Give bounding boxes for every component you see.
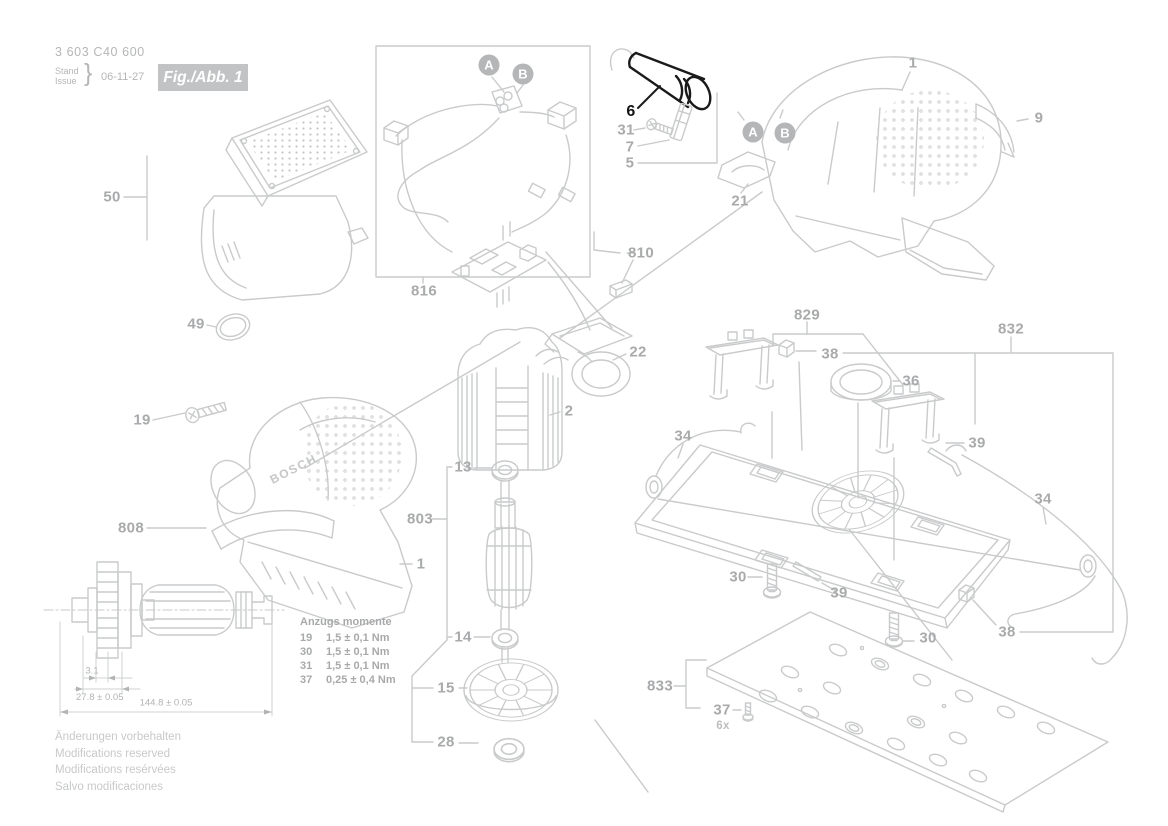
part-callout-810: 810 (628, 244, 654, 262)
footer-line: Modifications resérvées (55, 764, 176, 776)
part-callout-803: 803 (407, 510, 433, 528)
part-callout-36: 36 (902, 372, 920, 390)
part-callout-15: 15 (437, 679, 455, 697)
part-callout-808: 808 (118, 519, 144, 537)
part-callout-50: 50 (103, 188, 121, 206)
part-callout-39: 39 (968, 434, 986, 452)
part-callout-34: 34 (674, 427, 692, 445)
part-callout-7: 7 (625, 138, 635, 156)
cable-group-drawing (609, 48, 784, 194)
damper-group-drawing (705, 321, 1114, 633)
footer-line: Modifications reserved (55, 747, 171, 760)
footer-line: Änderungen vorbehalten (55, 731, 181, 743)
part-callout-30: 30 (729, 568, 747, 586)
part-callout-14: 14 (454, 628, 472, 646)
part-callout-1: 1 (908, 54, 918, 72)
issue-date: 06-11-27 (101, 71, 145, 83)
torque-table-rows: 19 1,5 ± 0,1 Nm 30 1,5 ± 0,1 Nm 31 1,5 ± 0,1 … (300, 631, 396, 687)
part-callout-833: 833 (647, 677, 673, 695)
part-callout-31: 31 (617, 121, 635, 139)
torque-ref: 37 (300, 674, 313, 686)
part-callout-34: 34 (1034, 490, 1052, 508)
part-callout-39: 39 (830, 584, 848, 602)
view-letter-A: A (742, 121, 764, 143)
dimension-overall: 144.8 ± 0.05 (139, 697, 193, 709)
o-ring-drawing (206, 313, 251, 341)
dimension-small: 3.1 (85, 665, 99, 677)
part-callout-832: 832 (998, 320, 1024, 338)
brace-glyph: } (84, 59, 93, 87)
part-callout-6: 6 (626, 103, 636, 120)
stator-drawing (457, 327, 569, 471)
dust-box-drawing (123, 99, 369, 301)
part-callout-9: 9 (1034, 109, 1044, 127)
part-callout-37: 37 (713, 701, 731, 719)
torque-ref: 31 (300, 660, 313, 672)
torque-row-19: 19 1,5 ± 0,1 Nm (300, 631, 396, 645)
wire-frame-drawing (655, 422, 1128, 665)
part-number-code: 3 603 C40 600 (55, 45, 145, 59)
torque-value: 1,5 ± 0,1 Nm (326, 660, 390, 672)
part-callout-22: 22 (629, 343, 647, 361)
part-callout-829: 829 (794, 306, 820, 324)
torque-value: 1,5 ± 0,1 Nm (326, 632, 390, 644)
part-callout-30: 30 (919, 629, 937, 647)
sander-body-drawing (152, 396, 417, 629)
issue-label: Issue (55, 76, 77, 86)
torque-row-30: 30 1,5 ± 0,1 Nm (300, 645, 396, 659)
footer-line: Salvo modificaciones (55, 780, 164, 793)
part-callout-19: 19 (133, 411, 151, 429)
part-callout-816: 816 (411, 282, 437, 300)
sanding-plate-drawing (634, 444, 1011, 661)
electronics-module-drawing (451, 221, 634, 331)
armature-dimension-drawing (43, 561, 285, 717)
base-plate-drawing (673, 611, 1109, 813)
torque-ref: 19 (300, 632, 313, 644)
part-callout-1: 1 (416, 555, 426, 573)
torque-value: 0,25 ± 0,4 Nm (326, 674, 396, 686)
stand-issue-label: Stand Issue (55, 66, 79, 86)
view-letter-A: A (478, 54, 500, 76)
torque-row-31: 31 1,5 ± 0,1 Nm (300, 659, 396, 673)
torque-row-37: 37 0,25 ± 0,4 Nm (300, 673, 396, 687)
part-callout-28: 28 (437, 733, 455, 751)
part-callout-13: 13 (454, 458, 472, 476)
bearing-flange-drawing (544, 191, 763, 397)
part-callout-6x: 6x (716, 720, 730, 732)
wiring-box-drawing (375, 45, 591, 284)
figure-badge: Fig./Abb. 1 (158, 64, 248, 91)
part-callout-2: 2 (564, 402, 574, 420)
view-letter-B: B (512, 63, 534, 85)
part-callout-5: 5 (625, 154, 635, 172)
part-callout-49: 49 (187, 315, 205, 333)
view-letter-B: B (774, 122, 796, 144)
dimension-mid: 27.8 ± 0.05 (76, 692, 124, 703)
torque-table: Anzugs momente 19 1,5 ± 0,1 Nm 30 1,5 ± 0,1… (300, 616, 396, 687)
part-callout-21: 21 (731, 192, 749, 210)
arrow-808-drawing (146, 341, 521, 550)
torque-value: 1,5 ± 0,1 Nm (326, 646, 390, 658)
torque-table-title: Anzugs momente (300, 616, 392, 628)
stand-label: Stand (55, 66, 79, 76)
torque-ref: 30 (300, 646, 313, 658)
part-callout-38: 38 (821, 345, 839, 363)
motor-column-drawing (399, 460, 649, 793)
housing-top-drawing (761, 56, 1029, 281)
part-callout-38: 38 (998, 623, 1016, 641)
